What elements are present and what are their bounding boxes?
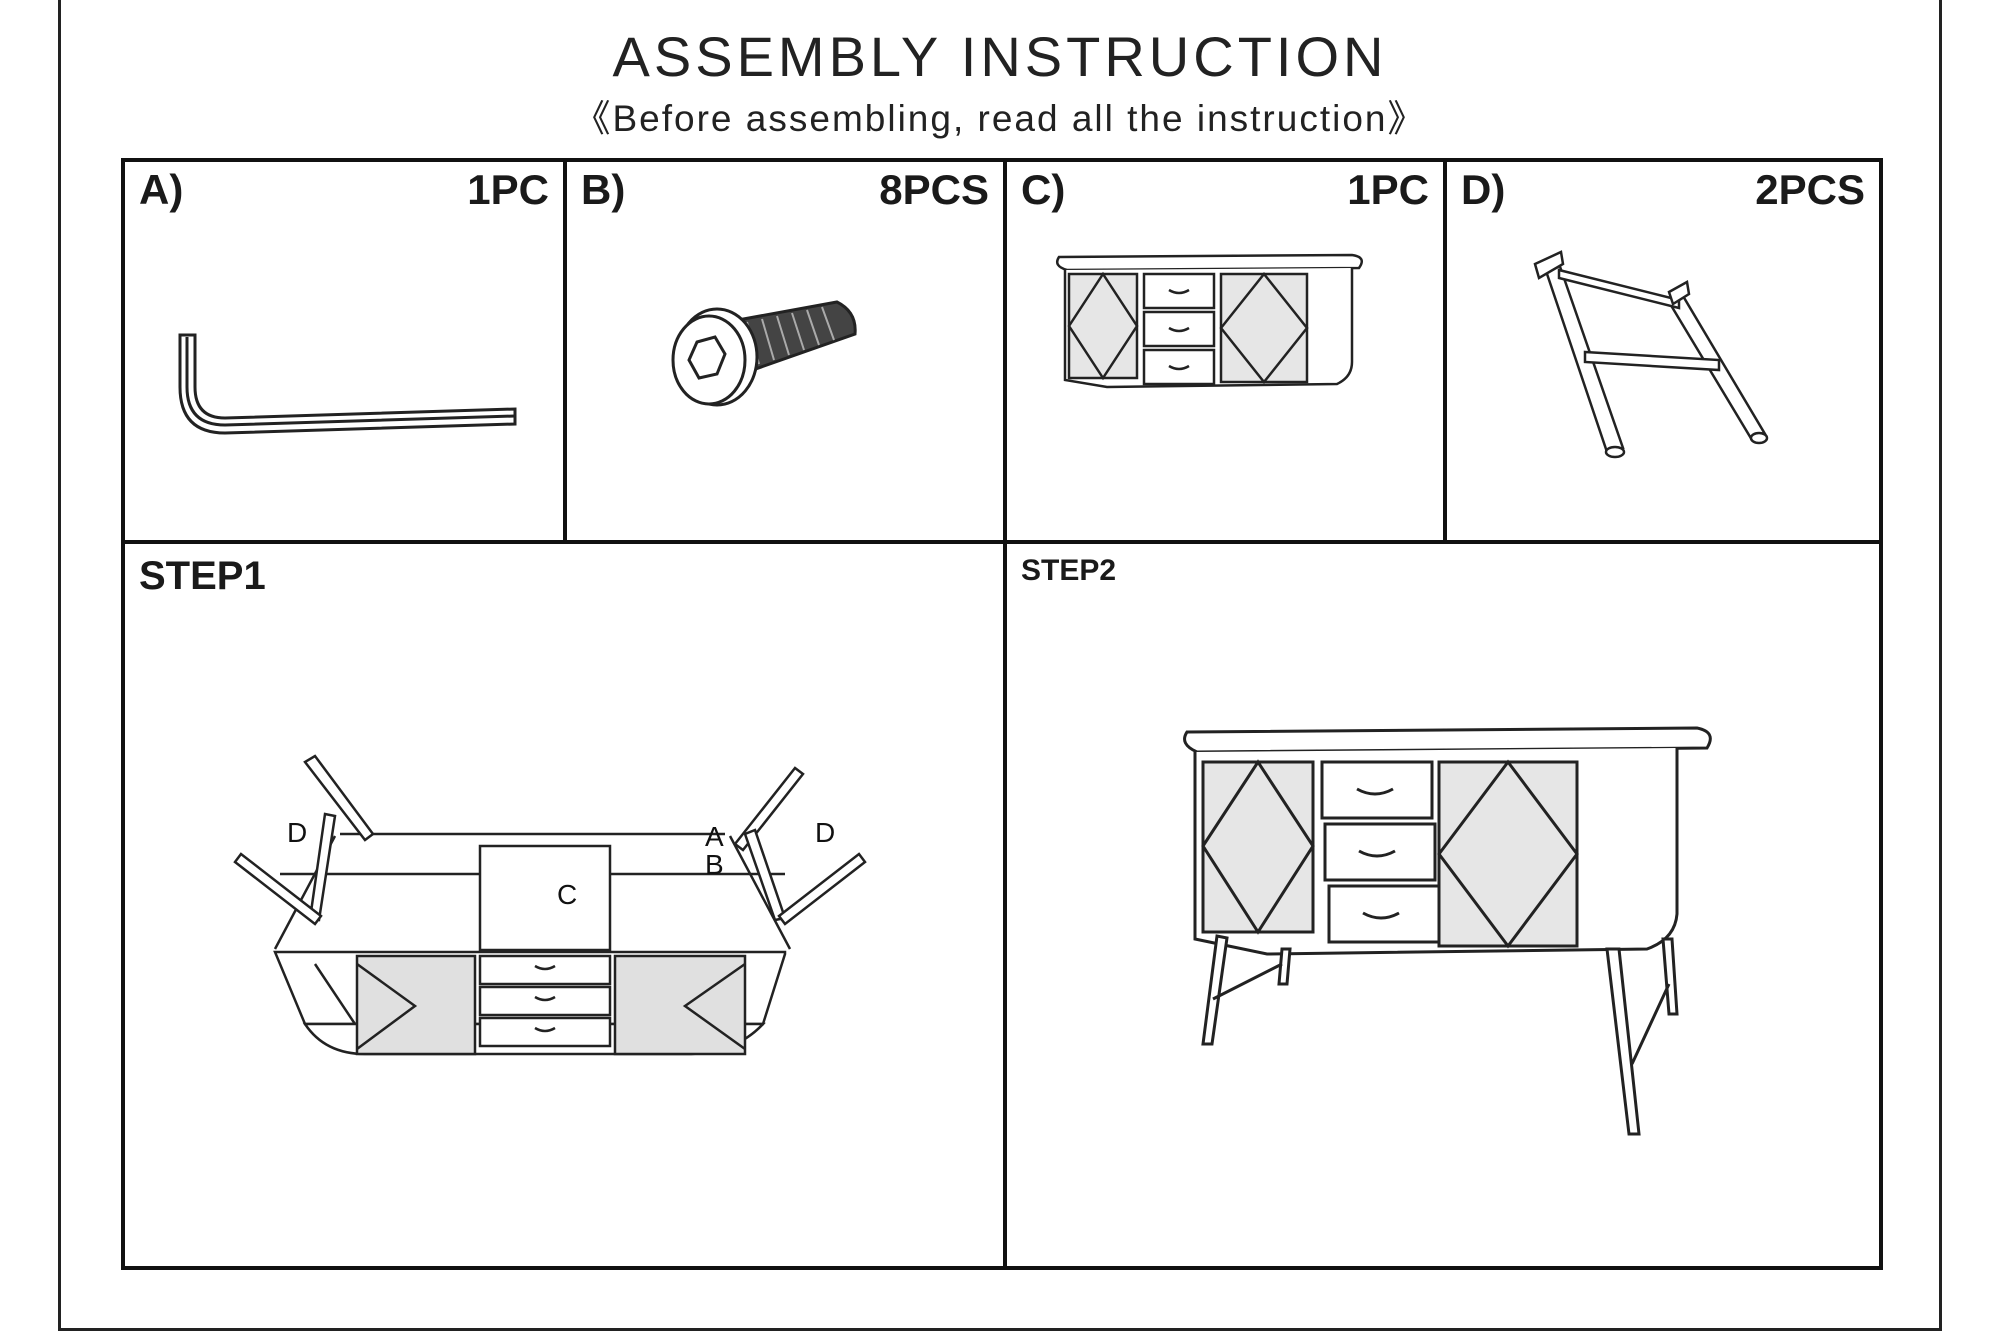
page-subtitle: 《Before assembling, read all the instruc…	[573, 98, 1427, 139]
part-d-cell: D) 2PCS	[1447, 162, 1879, 540]
part-c-cell: C) 1PC	[1007, 162, 1443, 540]
step-2-illustration	[1183, 726, 1712, 1136]
leg-frame-icon	[1533, 250, 1769, 459]
step-1-title: STEP1	[139, 554, 266, 598]
step-1-label-b: B	[705, 849, 724, 880]
part-c-quantity: 1PC	[1347, 166, 1429, 213]
step-1-label-d-left: D	[287, 817, 307, 848]
step-2-title: STEP2	[1021, 554, 1117, 587]
part-b-letter: B)	[581, 166, 626, 213]
step-1-illustration: D D A B C	[233, 754, 867, 1056]
step-1-label-a: A	[705, 821, 724, 852]
instruction-grid: A) 1PC B) 8PCS	[121, 158, 1883, 1270]
allen-key-icon	[178, 333, 517, 435]
parts-divider-2	[1003, 162, 1007, 1266]
step-1-label-d-right: D	[815, 817, 835, 848]
part-a-letter: A)	[139, 166, 184, 213]
part-c-letter: C)	[1021, 166, 1066, 213]
step-1-label-c: C	[557, 879, 577, 910]
sideboard-cabinet-icon	[1056, 253, 1364, 389]
part-d-letter: D)	[1461, 166, 1506, 213]
step-2-panel: STEP2	[1007, 544, 1879, 1266]
part-d-quantity: 2PCS	[1755, 166, 1865, 213]
part-b-cell: B) 8PCS	[567, 162, 1003, 540]
part-b-quantity: 8PCS	[879, 166, 989, 213]
instruction-sheet	[58, 0, 1942, 1331]
part-a-quantity: 1PC	[467, 166, 549, 213]
parts-divider-1	[563, 162, 567, 542]
step-1-panel: STEP1	[125, 544, 1003, 1266]
part-a-cell: A) 1PC	[125, 162, 563, 540]
row-divider	[125, 540, 1879, 544]
screw-bolt-icon	[671, 300, 857, 407]
page-title: ASSEMBLY INSTRUCTION	[612, 25, 1388, 88]
parts-divider-3	[1443, 162, 1447, 542]
